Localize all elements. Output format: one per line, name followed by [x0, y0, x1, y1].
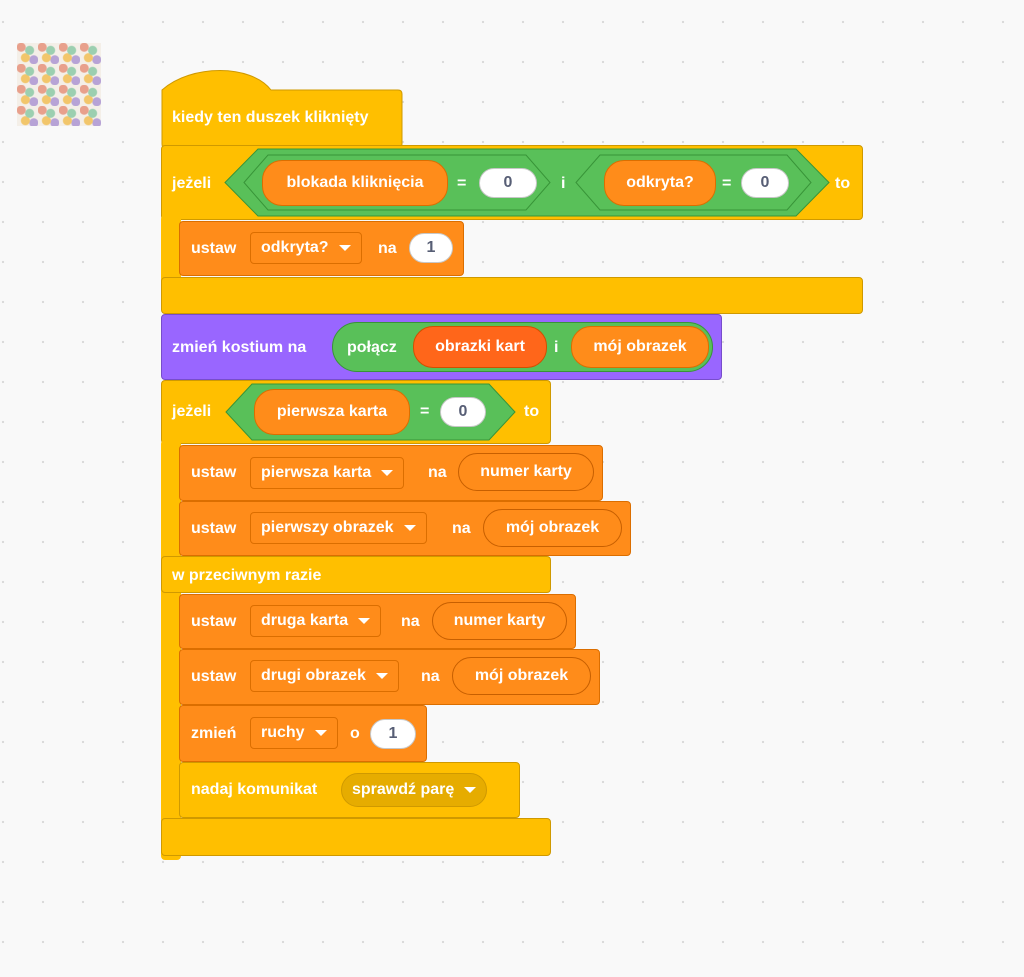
dropdown-arrow-icon — [314, 730, 327, 736]
change-verb: zmień — [191, 725, 237, 742]
equals-sign: = — [420, 403, 430, 420]
if2-footer — [161, 818, 551, 856]
dropdown-value: drugi obrazek — [261, 667, 366, 684]
if1-keyword: jeżeli — [172, 175, 212, 192]
number-input[interactable]: 0 — [440, 397, 486, 427]
broadcast-label: nadaj komunikat — [191, 781, 318, 798]
number-input[interactable]: 1 — [409, 233, 453, 263]
variable-dropdown[interactable]: druga karta — [250, 605, 382, 637]
dropdown-value: sprawdź parę — [352, 781, 455, 798]
hat-label: kiedy ten duszek kliknięty — [172, 109, 369, 126]
var-reporter-moj-obrazek[interactable]: mój obrazek — [452, 657, 591, 695]
variable-dropdown[interactable]: ruchy — [250, 717, 338, 749]
message-dropdown[interactable]: sprawdź parę — [341, 773, 488, 807]
costume-label: zmień kostium na — [172, 339, 307, 356]
variable-dropdown[interactable]: pierwsza karta — [250, 457, 405, 489]
var-reporter-odkryta[interactable]: odkryta? — [604, 160, 716, 206]
equals-sign: = — [722, 175, 732, 192]
dropdown-arrow-icon — [338, 245, 351, 251]
dropdown-value: odkryta? — [261, 239, 329, 256]
change-by: o — [350, 725, 360, 742]
set-verb: ustaw — [191, 668, 237, 685]
dropdown-value: druga karta — [261, 612, 349, 629]
variable-dropdown[interactable]: odkryta? — [250, 232, 362, 264]
var-reporter-obrazki-kart[interactable]: obrazki kart — [413, 326, 547, 368]
var-reporter-pierwsza-karta[interactable]: pierwsza karta — [254, 389, 410, 435]
if1-then: to — [835, 175, 851, 192]
set-verb: ustaw — [191, 240, 237, 257]
number-input[interactable]: 1 — [370, 719, 416, 749]
else-label: w przeciwnym razie — [172, 567, 322, 584]
if2-then: to — [524, 403, 540, 420]
dropdown-arrow-icon — [464, 787, 477, 793]
dropdown-value: pierwszy obrazek — [261, 519, 394, 536]
number-input-left[interactable]: 0 — [479, 168, 537, 198]
dropdown-arrow-icon — [375, 673, 388, 679]
join-label: połącz — [347, 339, 397, 356]
equals-sign: = — [457, 175, 467, 192]
dropdown-arrow-icon — [358, 618, 371, 624]
join-and: i — [554, 339, 559, 356]
set-to: na — [401, 613, 420, 630]
dropdown-value: pierwsza karta — [261, 464, 372, 481]
var-reporter-moj-obrazek[interactable]: mój obrazek — [571, 326, 709, 368]
dropdown-arrow-icon — [403, 525, 416, 531]
var-reporter-moj-obrazek[interactable]: mój obrazek — [483, 509, 622, 547]
set-verb: ustaw — [191, 520, 237, 537]
var-reporter-numer-karty[interactable]: numer karty — [458, 453, 594, 491]
set-to: na — [428, 464, 447, 481]
if1-arm — [161, 215, 181, 285]
var-reporter-numer-karty[interactable]: numer karty — [432, 602, 567, 640]
set-verb: ustaw — [191, 613, 237, 630]
variable-dropdown[interactable]: drugi obrazek — [250, 660, 399, 692]
set-to: na — [421, 668, 440, 685]
and-label: i — [561, 175, 566, 192]
set-to: na — [452, 520, 471, 537]
sprite-thumbnail[interactable] — [17, 43, 101, 126]
dropdown-arrow-icon — [381, 470, 394, 476]
if2-else-bar — [161, 556, 551, 593]
set-verb: ustaw — [191, 464, 237, 481]
var-reporter-blokada[interactable]: blokada kliknięcia — [262, 160, 448, 206]
if1-footer — [161, 277, 863, 314]
set-to: na — [378, 240, 397, 257]
dropdown-value: ruchy — [261, 724, 305, 741]
number-input-right[interactable]: 0 — [741, 168, 789, 198]
if2-keyword: jeżeli — [172, 403, 212, 420]
variable-dropdown[interactable]: pierwszy obrazek — [250, 512, 427, 544]
if2-arm — [161, 440, 181, 860]
